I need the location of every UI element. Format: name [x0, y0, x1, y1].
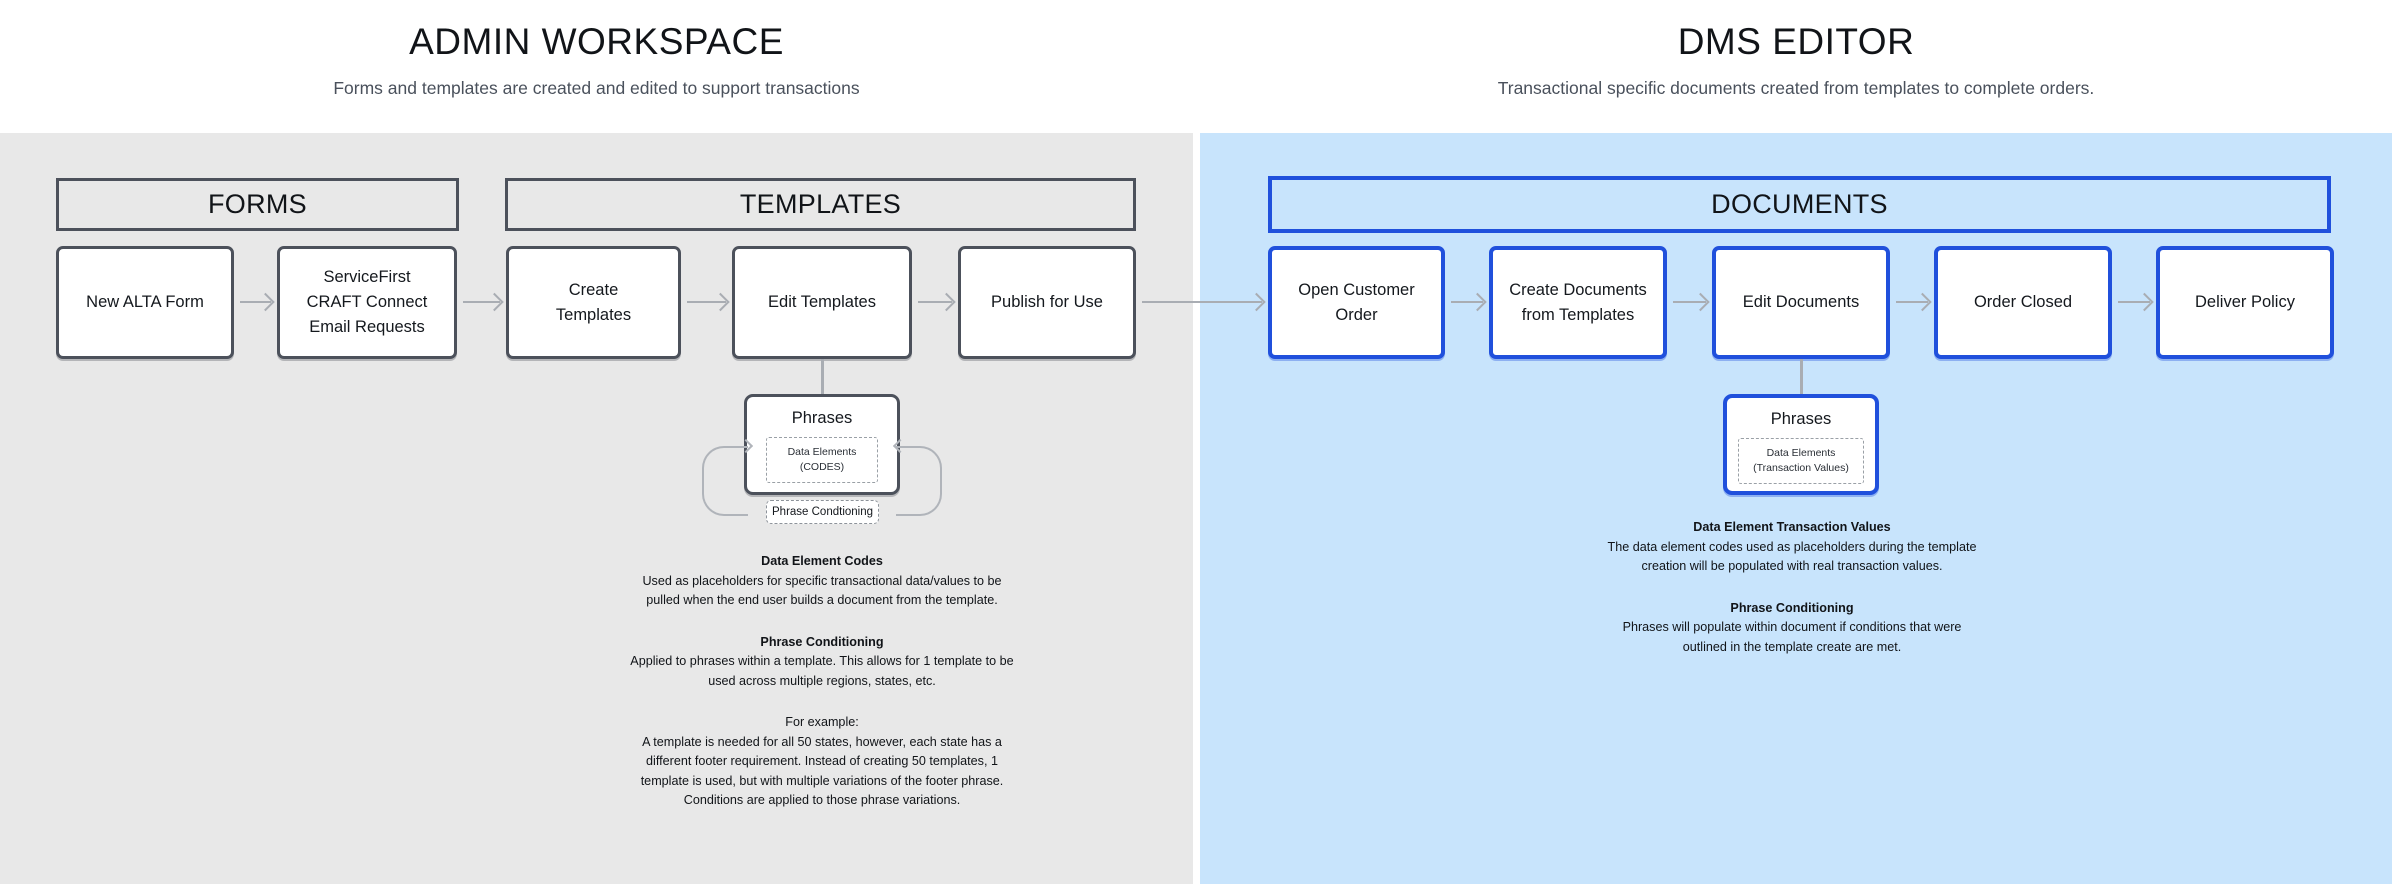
phrases-card-title: Phrases: [791, 409, 853, 427]
note-body: Used as placeholders for specific transa…: [642, 573, 1002, 608]
process-box-label: New ALTA Form: [86, 293, 204, 312]
note-body: The data element codes used as placehold…: [1607, 539, 1977, 574]
admin-workspace-title: ADMIN WORKSPACE: [409, 21, 784, 62]
note-heading: Data Element Transaction Values: [1693, 520, 1891, 534]
dms-editor-subtitle: Transactional specific documents created…: [1497, 77, 2095, 98]
dms-editor-header: DMS EDITOR Transactional specific docume…: [1200, 21, 2392, 99]
section-header-documents: DOCUMENTS: [1268, 176, 2331, 233]
note-body: For example:A template is needed for all…: [640, 715, 1004, 808]
process-box-deliver-policy[interactable]: Deliver Policy: [2156, 246, 2334, 359]
data-elements-label: Data Elements: [1766, 447, 1836, 459]
arrow-templates-1: [687, 301, 726, 303]
data-elements-transaction-values-box: Data Elements (Transaction Values): [1738, 438, 1864, 485]
section-label-templates: TEMPLATES: [739, 189, 902, 219]
process-box-label: Edit Documents: [1742, 293, 1860, 312]
section-label-documents: DOCUMENTS: [1711, 189, 1888, 219]
phrase-conditioning-chip[interactable]: Phrase Condtioning: [766, 500, 879, 524]
admin-workspace-subtitle: Forms and templates are created and edit…: [333, 77, 860, 98]
process-box-label: Order Closed: [1973, 293, 2073, 312]
connector-edit-templates-to-phrases: [821, 359, 824, 395]
section-label-forms: FORMS: [208, 189, 307, 219]
data-elements-label: Data Elements: [787, 446, 857, 458]
note-body: Phrases will populate within document if…: [1622, 620, 1962, 654]
data-elements-codes-label: (CODES): [799, 461, 845, 474]
process-box-label: Edit Templates: [768, 293, 876, 312]
process-box-open-customer-order[interactable]: Open Customer Order: [1268, 246, 1445, 359]
note-heading: Phrase Conditioning: [760, 634, 884, 649]
note-block: For example:A template is needed for all…: [626, 713, 1018, 811]
process-box-order-closed[interactable]: Order Closed: [1934, 246, 2112, 359]
process-box-edit-templates[interactable]: Edit Templates: [732, 246, 912, 359]
data-elements-codes-box: Data Elements (CODES): [766, 437, 878, 484]
admin-workspace-header: ADMIN WORKSPACE Forms and templates are …: [0, 21, 1193, 99]
note-heading: Data Element Codes: [761, 554, 883, 568]
arrow-admin-to-dms: [1142, 301, 1262, 303]
process-box-edit-documents[interactable]: Edit Documents: [1712, 246, 1890, 359]
arrow-documents-4: [2118, 301, 2150, 303]
dms-editor-title: DMS EDITOR: [1677, 21, 1915, 62]
process-box-publish-for-use[interactable]: Publish for Use: [958, 246, 1136, 359]
arrow-templates-2: [918, 301, 952, 303]
process-box-label: Open Customer Order: [1298, 280, 1415, 324]
note-body: Applied to phrases within a template. Th…: [630, 654, 1014, 688]
arrow-documents-3: [1896, 301, 1928, 303]
section-header-forms: FORMS: [56, 178, 459, 231]
arrow-forms-1: [240, 301, 271, 303]
note-heading: Phrase Conditioning: [1730, 600, 1854, 615]
arrow-documents-1: [1451, 301, 1483, 303]
phrases-card-templates[interactable]: Phrases Data Elements (CODES): [744, 394, 900, 495]
data-elements-values-label: (Transaction Values): [1753, 462, 1849, 475]
process-box-new-alta-form[interactable]: New ALTA Form: [56, 246, 234, 359]
phrases-card-documents[interactable]: Phrases Data Elements (Transaction Value…: [1723, 394, 1879, 495]
loop-arrow-left: [702, 446, 748, 516]
process-box-label: Deliver Policy: [2195, 293, 2295, 312]
arrow-forms-to-templates: [463, 301, 500, 303]
phrases-card-title: Phrases: [1770, 410, 1832, 428]
arrow-documents-2: [1673, 301, 1706, 303]
process-box-label: Publish for Use: [991, 293, 1103, 312]
connector-edit-documents-to-phrases: [1800, 359, 1803, 395]
section-header-templates: TEMPLATES: [505, 178, 1136, 231]
loop-arrow-right: [896, 446, 942, 516]
